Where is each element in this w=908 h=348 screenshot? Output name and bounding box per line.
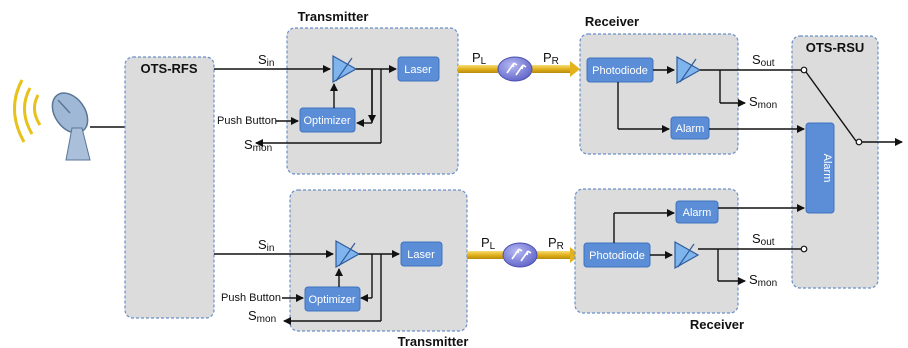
receiver-title-bottom: Receiver	[690, 317, 744, 332]
fiber-link-top-a	[458, 65, 498, 73]
s-mon-label-rx-bottom: Smon	[749, 272, 777, 289]
p-l-label-top: PL	[472, 50, 487, 67]
alarm-block-bottom	[675, 200, 719, 224]
optimizer-block-bottom	[304, 286, 361, 312]
ots-rsu-label: OTS-RSU	[806, 40, 865, 55]
ots-rfs-panel	[124, 56, 215, 319]
s-mon-label-top: Smon	[244, 137, 272, 154]
alarm-block-top	[670, 116, 710, 140]
ots-rsu-panel	[791, 35, 879, 289]
p-r-label-bottom: PR	[548, 235, 564, 252]
optimizer-label-top: Optimizer	[303, 115, 350, 127]
laser-label-top: Laser	[404, 64, 432, 76]
alarm-block-rsu	[805, 122, 835, 214]
switch-icon	[855, 138, 863, 146]
s-out-label-bottom: Sout	[752, 231, 775, 248]
optimizer-block-top	[299, 107, 356, 133]
receiver-title-top: Receiver	[585, 14, 639, 29]
p-l-label-bottom: PL	[481, 235, 496, 252]
receiver-panel-top	[579, 33, 739, 155]
alarm-label-top: Alarm	[676, 123, 705, 135]
switch-icon	[800, 66, 808, 74]
photodiode-label-bottom: Photodiode	[589, 250, 645, 262]
alarm-label-rsu: Alarm	[821, 154, 833, 183]
s-in-label-bottom: Sin	[258, 237, 274, 254]
switch-icon	[800, 245, 808, 253]
fiber-link-bottom-a	[467, 251, 503, 259]
router-icon	[502, 242, 538, 268]
optimizer-label-bottom: Optimizer	[308, 294, 355, 306]
laser-label-bottom: Laser	[407, 249, 435, 261]
photodiode-label-top: Photodiode	[592, 65, 648, 77]
transmitter-title-top: Transmitter	[298, 9, 369, 24]
fiber-link-bottom-b	[536, 251, 572, 259]
fiber-link-top-b	[532, 65, 572, 73]
ots-rfs-label: OTS-RFS	[140, 61, 197, 76]
s-mon-label-bottom: Smon	[248, 308, 276, 325]
satellite-dish-icon	[12, 79, 91, 161]
push-button-label-bottom: Push Button	[221, 292, 281, 304]
transmitter-title-bottom: Transmitter	[398, 334, 469, 348]
s-mon-label-rx-top: Smon	[749, 94, 777, 111]
push-button-label-top: Push Button	[217, 115, 277, 127]
laser-block-top	[397, 56, 440, 82]
s-out-label-top: Sout	[752, 52, 775, 69]
p-r-label-top: PR	[543, 50, 559, 67]
router-icon	[497, 56, 533, 82]
laser-block-bottom	[400, 241, 443, 267]
alarm-label-bottom: Alarm	[683, 207, 712, 219]
s-in-label-top: Sin	[258, 52, 274, 69]
